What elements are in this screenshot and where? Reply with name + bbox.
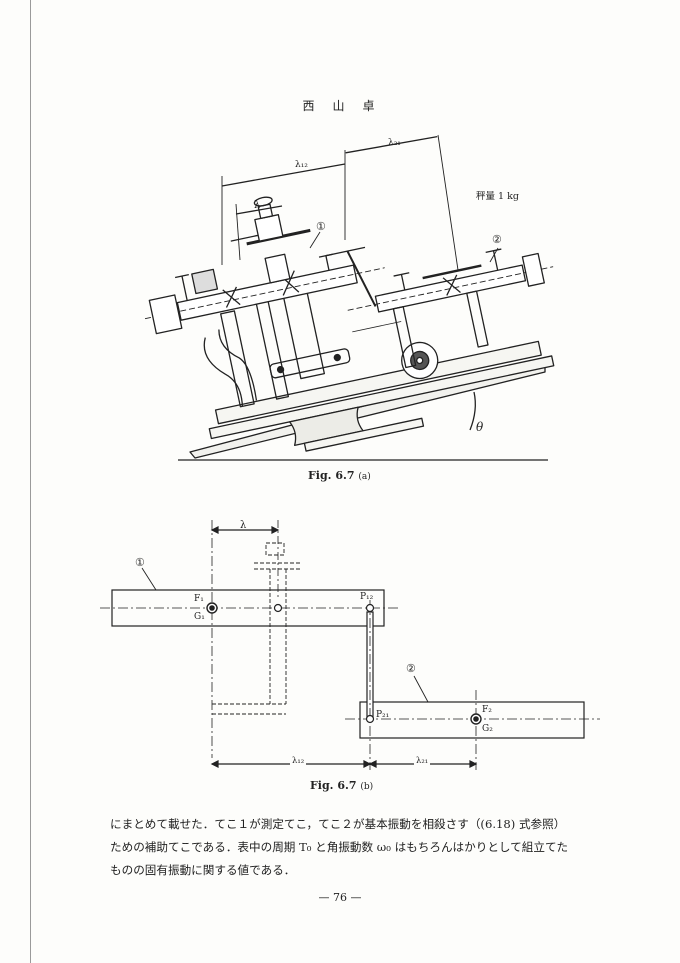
base-plate-lower [208, 355, 555, 440]
fig-b-F2: F₂ [482, 705, 492, 715]
fig-b-caption-main: Fig. 6.7 [310, 779, 357, 792]
fig-a-weight-label: 秤量 1 kg [476, 191, 519, 202]
top-knob [253, 196, 273, 207]
side-block [191, 268, 219, 295]
slot-link [269, 348, 351, 379]
pivot-F2 [473, 716, 479, 722]
apparatus-group [144, 196, 555, 452]
fig-b-lever-2-label: ② [406, 662, 416, 675]
fig-b-lever-1-label: ① [135, 556, 145, 569]
fig-b-lambda12: λ₁₂ [290, 756, 307, 766]
page-number: — 76 — [318, 891, 362, 904]
body-line-1: にまとめて載せた．てこ１が測定てこ，てこ２が基本振動を相殺さす（(6.18) 式… [110, 817, 566, 831]
hidden-pan-outline [212, 542, 300, 715]
counterweight-2 [521, 252, 545, 287]
fig-a-lever-1-label: ① [316, 220, 326, 233]
body-line-3: ものの固有振動に関する値である． [110, 863, 296, 877]
fig-b-lambda21: λ₂₁ [414, 756, 431, 766]
fig-a-caption-main: Fig. 6.7 [308, 469, 355, 482]
counterweight-1 [148, 294, 183, 335]
connecting-rod [346, 250, 377, 307]
fig-b-P21: P₂₁ [376, 710, 390, 720]
fig-a-caption-sub: (a) [358, 472, 371, 482]
theta-arc [469, 391, 476, 431]
fig-a-theta: θ [476, 420, 484, 434]
fig-b-lambda: λ [240, 520, 247, 531]
body-line-2: ための補助てこである．表中の周期 T₀ と角振動数 ω₀ はもちろんはかりとして… [110, 840, 569, 854]
body-paragraph: にまとめて載せた．てこ１が測定てこ，てこ２が基本振動を相殺さす（(6.18) 式… [110, 813, 610, 882]
fig-b-F1: F₁ [194, 594, 204, 604]
column-left [220, 310, 255, 408]
lever-1-beam [176, 264, 358, 321]
lever-2-rect [359, 701, 585, 739]
knife-edge-1a [222, 286, 241, 308]
fig-b-G1: G₁ [194, 612, 205, 622]
pivot-P12 [365, 603, 375, 613]
page-margin-line [30, 0, 31, 963]
pivot-pan-1 [273, 603, 283, 613]
c-bracket [203, 337, 244, 407]
base-plate-upper [214, 340, 542, 425]
fig-a-lever-2-label: ② [492, 233, 502, 246]
foot-plate [303, 417, 425, 452]
knife-edge-2 [442, 274, 461, 296]
author-header: 西 山 卓 [302, 99, 378, 113]
fig-b-P12: P₁₂ [360, 592, 374, 602]
fig-a-lambda: λ [254, 200, 261, 211]
pivot-F1 [209, 605, 215, 611]
pivot-P21 [365, 714, 375, 724]
fig-b-caption-sub: (b) [360, 782, 374, 792]
fig-b-caption: Fig. 6.7 (b) [310, 779, 373, 792]
fig-b-G2: G₂ [482, 724, 493, 734]
fig-a-caption: Fig. 6.7 (a) [308, 469, 371, 482]
fig-a-lambda12: λ₁₂ [295, 160, 308, 170]
fig-a-lambda21: λ₂₁ [388, 138, 401, 148]
